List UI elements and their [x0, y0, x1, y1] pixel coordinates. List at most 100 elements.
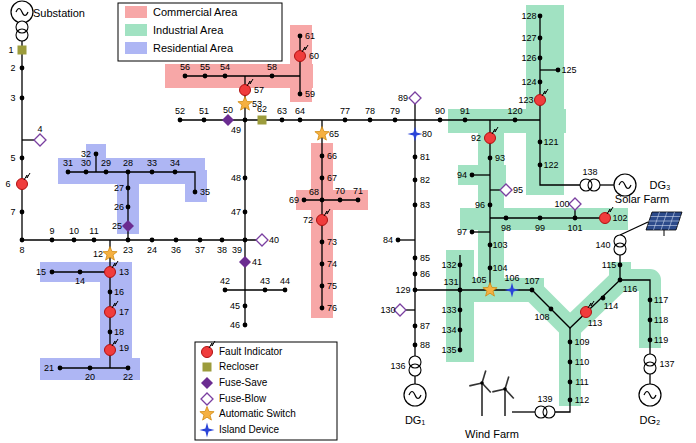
generator-wave	[16, 9, 28, 16]
fault-indicator	[105, 339, 119, 356]
solar-panel	[646, 212, 682, 236]
bus-number: 70	[335, 187, 345, 196]
bus-dot	[243, 210, 248, 215]
bus-number: 125	[561, 66, 576, 75]
fault-indicator-flag	[492, 127, 498, 134]
turbine-tower	[504, 389, 506, 416]
bus-number: 93	[495, 154, 505, 163]
area-region	[185, 170, 207, 202]
bus-number: 39	[232, 246, 242, 255]
bus-dot	[356, 198, 361, 203]
bus-number: 79	[390, 107, 400, 116]
bus-dot	[504, 216, 509, 221]
feeder-line	[620, 255, 650, 354]
bus-dot	[320, 176, 325, 181]
turbine-hub	[503, 387, 507, 391]
bus-number: 74	[327, 260, 337, 269]
bus-number: 72	[303, 216, 313, 225]
bus-dot	[413, 324, 418, 329]
bus-dot	[648, 318, 653, 323]
bus-number: 113	[588, 319, 602, 328]
generator-wave	[409, 392, 421, 399]
feeder-line	[406, 309, 415, 310]
bus-dot	[243, 118, 248, 123]
bus-number: 140	[595, 241, 610, 250]
feeder-line	[620, 222, 648, 235]
bus-dot	[618, 263, 623, 268]
bus-number: 26	[114, 203, 124, 212]
recloser-symbol	[18, 46, 27, 55]
bus-number: 128	[521, 12, 536, 21]
bus-number: 23	[123, 246, 133, 255]
fault-indicator-body	[317, 215, 328, 226]
automatic-switch-symbol	[103, 247, 117, 261]
transformer-symbol	[409, 364, 421, 376]
feeder-line	[299, 36, 300, 94]
bus-number: 65	[329, 130, 339, 139]
bus-dot	[648, 298, 653, 303]
bus-dot	[413, 272, 418, 277]
transformer-symbol	[16, 29, 28, 41]
legend-box	[195, 342, 337, 440]
bus-number: 90	[435, 107, 445, 116]
recloser-symbol	[203, 363, 212, 372]
bus-number: 68	[309, 188, 319, 197]
fault-indicator-body	[105, 267, 116, 278]
bus-number: 118	[654, 316, 668, 325]
bus-dot	[458, 348, 463, 353]
bus-number: 33	[147, 159, 157, 168]
bus-number: 98	[501, 224, 511, 233]
bus-number: 110	[575, 358, 589, 367]
fuse-blow-symbol	[201, 393, 213, 405]
feeder-line	[22, 139, 34, 140]
bus-number: 100	[554, 200, 569, 209]
element-name: DG₂	[640, 415, 661, 426]
bus-number: 102	[612, 214, 627, 223]
fault-indicator-body	[17, 179, 28, 190]
bus-number: 64	[295, 107, 305, 116]
bus-dot	[280, 118, 285, 123]
legend-text: Recloser	[219, 362, 258, 372]
bus-dot	[243, 323, 248, 328]
bus-number: 58	[267, 63, 277, 72]
feeder-line	[225, 289, 285, 290]
bus-number: 78	[365, 107, 375, 116]
turbine-blade	[492, 389, 505, 392]
bus-number: 136	[390, 362, 405, 371]
bus-dot	[220, 238, 225, 243]
bus-dot	[298, 92, 303, 97]
fault-indicator-flag	[607, 207, 613, 214]
bus-number: 63	[277, 107, 287, 116]
fuse-save-symbol	[239, 256, 251, 268]
bus-dot	[126, 170, 131, 175]
feeder-line	[540, 16, 580, 185]
bus-number: 41	[252, 258, 262, 267]
fault-indicator	[202, 341, 216, 358]
legend-text: Commercial Area	[153, 7, 237, 18]
bus-number: 83	[420, 201, 430, 210]
bus-number: 86	[420, 270, 430, 279]
bus-dot	[538, 56, 543, 61]
fault-indicator-flag	[324, 209, 330, 216]
fault-indicator	[240, 79, 254, 96]
bus-number: 52	[175, 107, 185, 116]
bus-number: 76	[327, 304, 337, 313]
bus-number: 48	[231, 174, 241, 183]
bus-dot	[413, 178, 418, 183]
bus-dot	[618, 278, 623, 283]
bus-dot	[470, 173, 475, 178]
bus-number: 120	[507, 107, 522, 116]
bus-dot	[150, 238, 155, 243]
bus-dot	[568, 398, 573, 403]
bus-number: 121	[543, 138, 558, 147]
legend-text: Fault Indicator	[219, 347, 282, 357]
legend-box	[118, 3, 282, 61]
bus-number: 89	[398, 94, 408, 103]
generator-symbol	[404, 384, 426, 406]
bus-dot	[243, 176, 248, 181]
bus-number: 55	[200, 63, 210, 72]
bus-number: 96	[475, 201, 485, 210]
bus-number: 7	[10, 208, 15, 217]
bus-dot	[393, 118, 398, 123]
bus-number: 59	[305, 90, 315, 99]
